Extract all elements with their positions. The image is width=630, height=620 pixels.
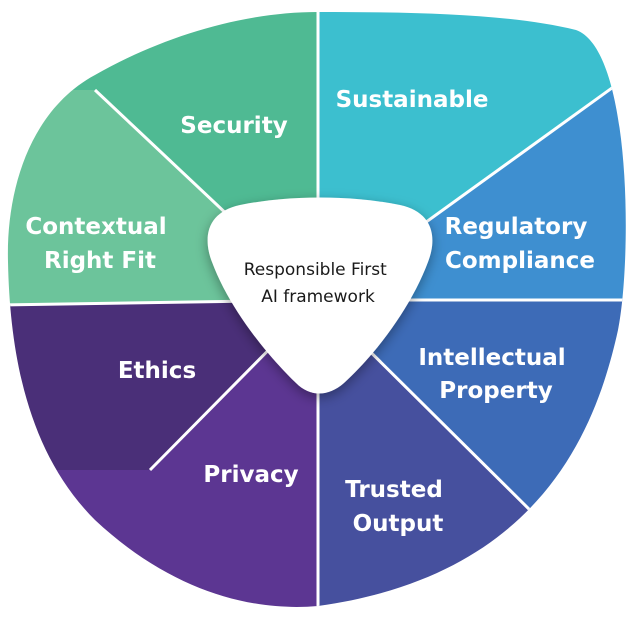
center-title: Responsible First AI framework — [244, 260, 392, 307]
segment-intellectual-property — [318, 300, 626, 520]
center-badge — [207, 197, 433, 394]
label-security: Security — [180, 113, 287, 139]
label-regulatory-compliance: Regulatory Compliance — [445, 214, 596, 274]
label-privacy: Privacy — [203, 462, 298, 488]
label-contextual-right-fit: Contextual Right Fit — [25, 214, 174, 274]
label-intellectual-property: Intellectual Property — [418, 345, 573, 404]
label-sustainable: Sustainable — [336, 87, 489, 113]
label-ethics: Ethics — [118, 358, 196, 384]
segment-ethics — [7, 300, 318, 470]
label-trusted-output: Trusted Output — [345, 477, 451, 537]
